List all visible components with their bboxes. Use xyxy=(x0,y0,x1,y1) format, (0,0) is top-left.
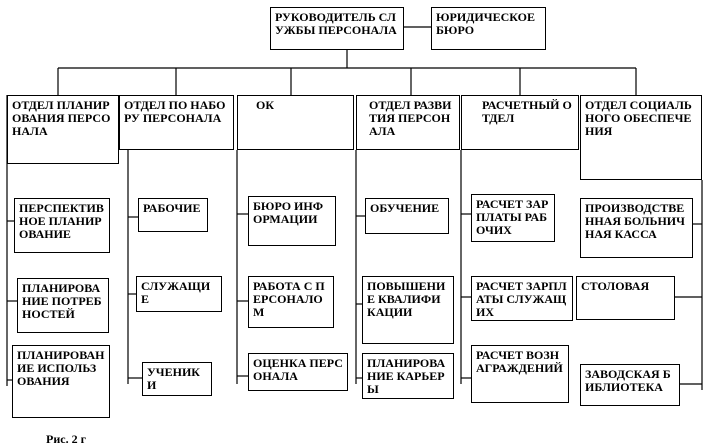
figure-caption: Рис. 2 г xyxy=(46,432,87,446)
unit-rewards-box: Расчет вознаграждений xyxy=(471,345,569,403)
unit-personnel-assessment-box: Оценка персонала xyxy=(248,353,348,391)
unit-long-term-planning-box: Перспективное планирование xyxy=(14,198,110,253)
legal-bureau-box: Юридическое бюро xyxy=(431,7,546,50)
dept-social-box: Отдел социального обеспечения xyxy=(580,95,702,180)
unit-employee-pay-box: Расчет зарплаты служащих xyxy=(471,276,573,321)
unit-training-box: Обучение xyxy=(365,198,449,234)
unit-canteen-box: Столовая xyxy=(576,276,675,320)
unit-library-box: Заводская библиотека xyxy=(580,364,680,406)
unit-qualification-box: Повышение квалификации xyxy=(362,276,454,344)
unit-apprentices-box: Ученики xyxy=(142,362,212,396)
head-of-personnel-box: Руководитель службы персонала xyxy=(270,7,404,50)
dept-ok-box: ОК xyxy=(237,95,354,150)
unit-employees-box: Служащие xyxy=(136,276,222,312)
dept-payroll-box: Расчетный отдел xyxy=(461,95,579,150)
dept-recruiting-box: Отдел по набору персонала xyxy=(119,95,234,150)
unit-worker-pay-box: Расчет зарплаты рабочих xyxy=(471,194,555,242)
unit-workers-box: Рабочие xyxy=(138,198,208,232)
unit-usage-planning-box: Планирование использования xyxy=(12,345,110,418)
dept-planning-box: Отдел планирования персонала xyxy=(7,95,119,164)
unit-personnel-work-box: Работа с персоналом xyxy=(248,276,334,328)
dept-development-box: Отдел развития персонала xyxy=(356,95,460,150)
unit-sick-fund-box: Производственная больничная касса xyxy=(580,198,693,258)
unit-info-bureau-box: Бюро информации xyxy=(248,196,336,246)
unit-career-planning-box: Планирование карьеры xyxy=(362,353,454,399)
unit-needs-planning-box: Планирование потребностей xyxy=(17,278,109,333)
